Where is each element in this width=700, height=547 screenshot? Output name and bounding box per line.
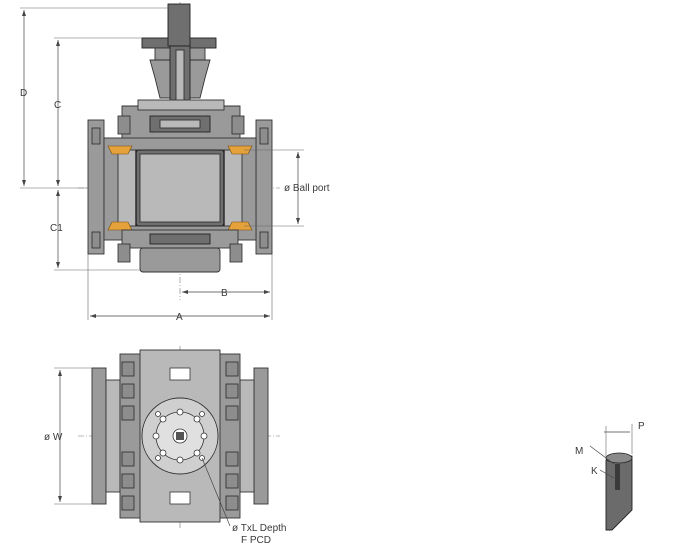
- plan-right-flange: [253, 367, 269, 505]
- seat-seals: [107, 145, 253, 231]
- label-C: C: [54, 100, 61, 111]
- label-D: D: [20, 88, 27, 99]
- dimension-D: D: [20, 7, 170, 189]
- leader-tx-depth: ø TxL Depth F PCD: [201, 457, 286, 546]
- label-tx-depth: ø TxL Depth: [232, 523, 286, 534]
- top-mounting-flange: [141, 397, 219, 475]
- label-K: K: [591, 466, 598, 477]
- dimension-C: C: [54, 37, 142, 186]
- dimension-ball-port: ø Ball port: [244, 149, 330, 227]
- label-ball-port: ø Ball port: [284, 183, 330, 194]
- label-W: ø W: [44, 432, 63, 443]
- flange-bolts: [91, 127, 269, 249]
- dimension-W: ø W: [44, 367, 92, 505]
- dimension-B: B: [182, 254, 273, 299]
- dimension-A: A: [87, 254, 273, 323]
- body-shell: [103, 137, 257, 241]
- label-P: P: [638, 421, 645, 432]
- stem-detail: P M K: [575, 421, 645, 531]
- label-pcd: F PCD: [241, 535, 271, 546]
- dimension-C1: C1: [50, 190, 140, 271]
- plan-body-bolts: [121, 361, 239, 511]
- label-A: A: [176, 312, 183, 323]
- label-M: M: [575, 446, 583, 457]
- label-B: B: [221, 288, 228, 299]
- section-view: D C C1 ø Ball port B: [20, 2, 330, 323]
- label-C1: C1: [50, 223, 63, 234]
- lower-trunnion: [117, 229, 243, 273]
- plan-left-flange: [91, 367, 107, 505]
- top-bonnet: [117, 99, 245, 147]
- stem-key: [615, 464, 620, 490]
- plan-view: ø W ø TxL Depth F PCD: [44, 346, 286, 546]
